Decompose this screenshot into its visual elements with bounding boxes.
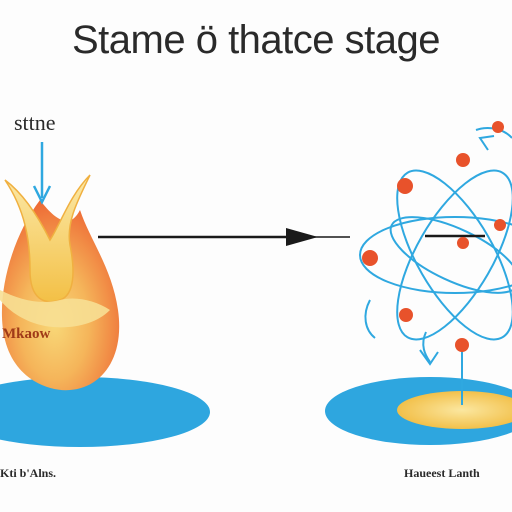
flame-drop-icon [0, 174, 120, 391]
flame-inner-text: Mkaow [2, 326, 51, 342]
atom-core [425, 234, 485, 249]
diagram-title: Stame ö thatce stage [71, 18, 441, 62]
right-inner-disc [397, 391, 512, 429]
left-caption: Kti b'Alns. [0, 466, 57, 480]
input-arrow [32, 142, 52, 205]
transition-arrow [98, 228, 350, 246]
left-stage-label: sttne [14, 110, 56, 135]
atom-icon [359, 127, 512, 405]
right-caption: Haueest Lanth [404, 466, 480, 480]
electron-nodes [362, 121, 506, 352]
left-base-disc [0, 377, 210, 447]
